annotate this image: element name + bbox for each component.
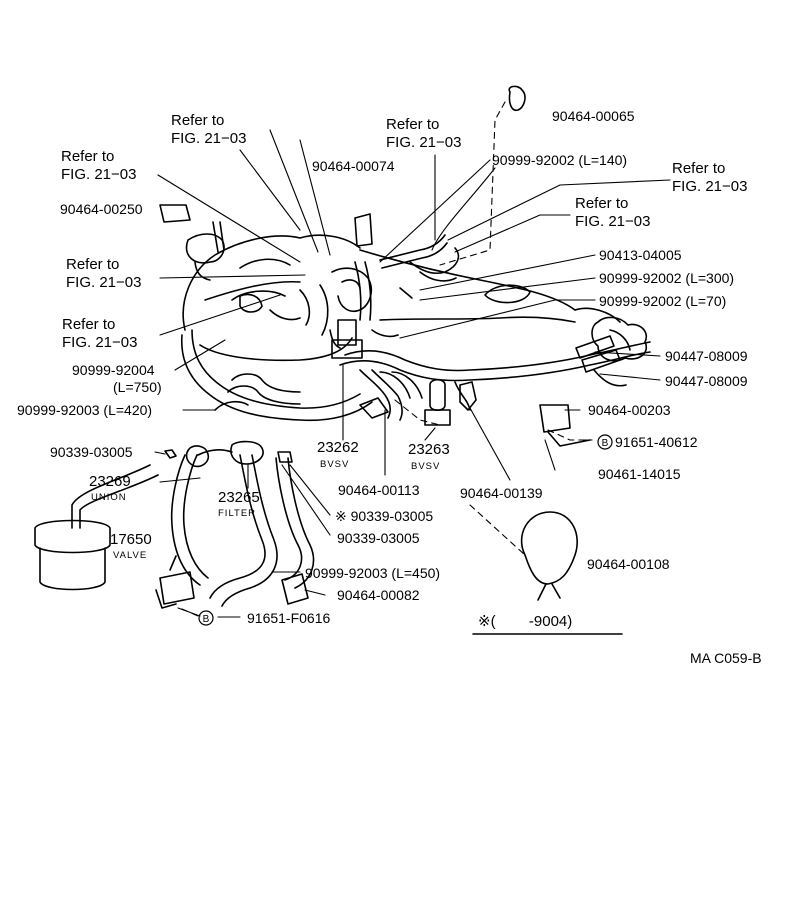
part-label: 23263: [408, 441, 450, 458]
svg-text:B: B: [203, 614, 210, 625]
circled-b-icon: B: [198, 610, 214, 626]
part-label: 90464-00074: [312, 158, 395, 174]
part-label: 90999-92002 (L=70): [599, 293, 727, 309]
part-label: 90461-14015: [598, 466, 681, 482]
part-label: 23269: [89, 473, 131, 490]
part-label: 23265: [218, 489, 260, 506]
part-label: 90464-00139: [460, 485, 543, 501]
part-label: 91651-F0616: [247, 610, 331, 626]
part-label: 90447-08009: [665, 348, 748, 364]
part-label: 90464-00082: [337, 587, 420, 603]
part-label: 90339-03005: [337, 530, 420, 546]
part-label: 90339-03005: [50, 444, 133, 460]
part-label: 90999-92003 (L=450): [305, 565, 441, 581]
footnote-range: ( -9004): [490, 613, 573, 630]
part-label: 90999-92002 (L=140): [492, 152, 628, 168]
engine-outline: [182, 221, 647, 362]
part-label: 90464-00250: [60, 201, 143, 217]
part-label: 90464-00203: [588, 402, 671, 418]
part-name: FILTER: [218, 508, 257, 519]
footnote: ※( -9004): [478, 614, 572, 630]
part-label: 23262: [317, 439, 359, 456]
part-label: 17650: [110, 531, 152, 548]
part-label: 90999-92003 (L=420): [17, 402, 153, 418]
part-label: 90413-04005: [599, 247, 682, 263]
circled-b-icon: B: [597, 434, 613, 450]
part-label: 90464-00108: [587, 556, 670, 572]
part-label: 90464-00113: [338, 482, 420, 498]
hose-lines: [71, 234, 651, 607]
part-name: UNION: [91, 492, 127, 503]
part-label: 90999-92002 (L=300): [599, 270, 735, 286]
star-icon: ※: [335, 508, 347, 524]
component-shapes: [34, 85, 627, 609]
part-label: 90464-00065: [552, 108, 635, 124]
part-name: BVSV: [411, 461, 441, 472]
leader-lines: [154, 129, 671, 618]
dashed-leaders: [181, 101, 593, 617]
part-label: 90999-92004: [72, 362, 155, 378]
part-label: 90447-08009: [665, 373, 748, 389]
part-label: ※ 90339-03005: [335, 508, 434, 524]
svg-text:B: B: [602, 438, 609, 449]
part-name: BVSV: [320, 459, 350, 470]
star-icon: ※: [478, 613, 491, 630]
part-label: 91651-40612: [615, 434, 698, 450]
part-label: (L=750): [113, 379, 162, 395]
diagram-code: MA C059-B: [690, 650, 762, 666]
part-name: VALVE: [113, 550, 148, 561]
